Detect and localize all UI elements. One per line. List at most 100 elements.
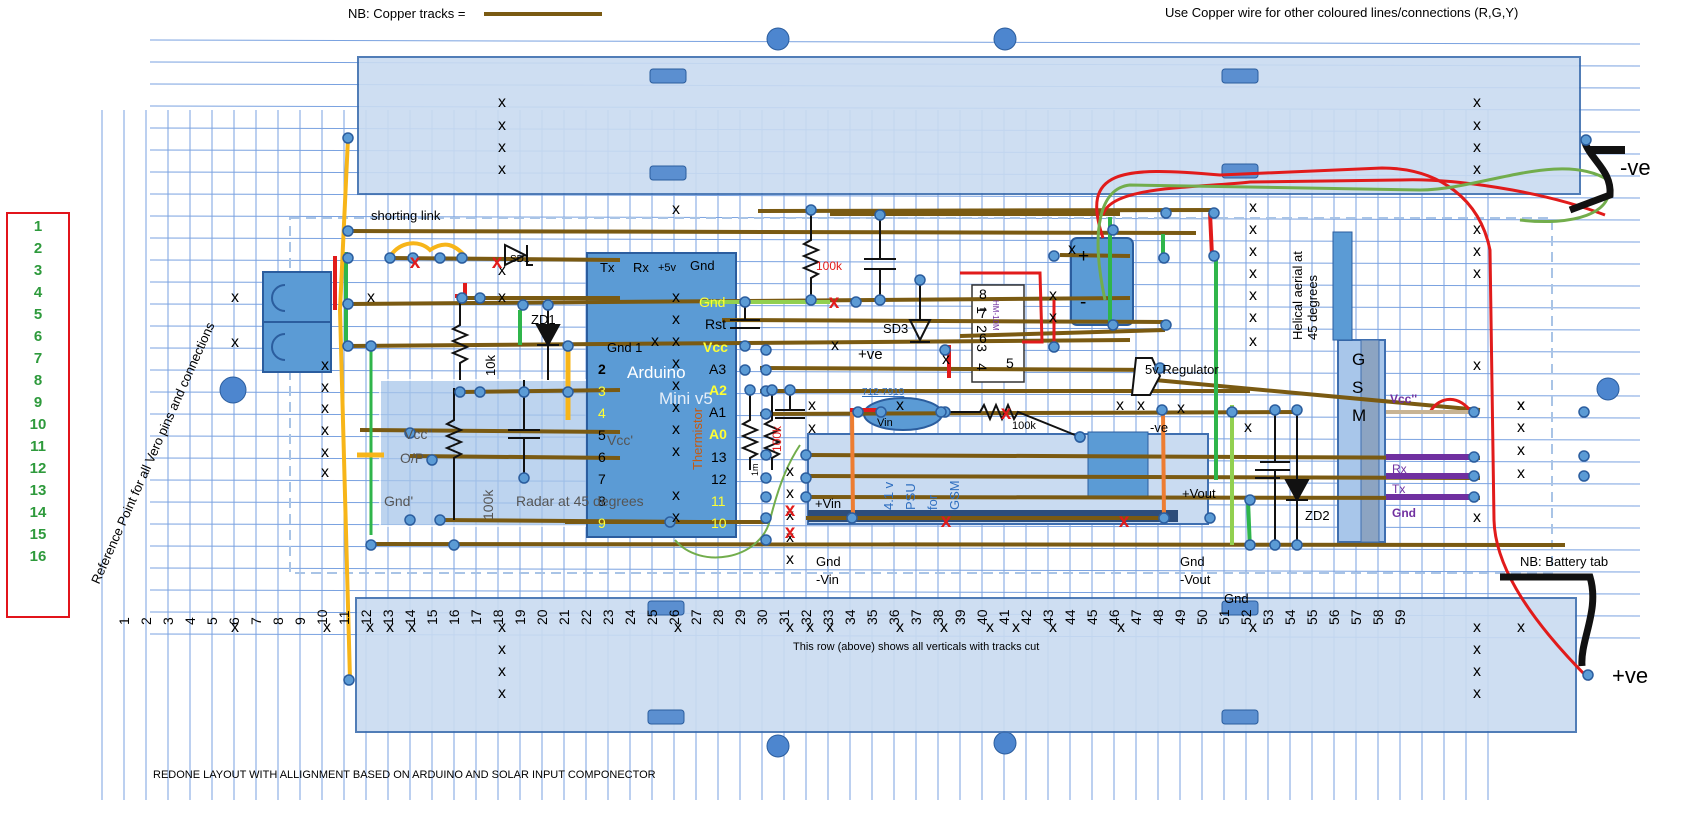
column-number: 18 xyxy=(490,609,506,625)
zd2-label: ZD2 xyxy=(1305,508,1330,523)
yellow-wire xyxy=(337,137,352,681)
cut-marker: x xyxy=(1049,287,1057,304)
column-number: 12 xyxy=(358,609,374,625)
pad xyxy=(404,427,416,439)
sensor-pin-1: 1 xyxy=(973,306,990,314)
cut-marker: x xyxy=(1049,619,1057,636)
column-number: 53 xyxy=(1260,609,1276,625)
cut-marker: x xyxy=(786,485,794,502)
column-number: 4 xyxy=(182,617,198,625)
pad xyxy=(1578,470,1590,482)
capacitor xyxy=(1255,469,1280,479)
cut-marker: x xyxy=(498,262,506,279)
pad xyxy=(914,274,926,286)
redone-layout-note: REDONE LAYOUT WITH ALLIGNMENT BASED ON A… xyxy=(153,769,656,781)
cut-marker: x xyxy=(1068,241,1076,258)
cut-marker: x xyxy=(672,333,680,350)
pad xyxy=(1291,404,1303,416)
plus-ve-label: +ve xyxy=(858,346,883,363)
cut-marker: x xyxy=(896,619,904,636)
arduino-pin-rst: Rst xyxy=(705,316,726,332)
capacitor xyxy=(864,215,896,300)
sensor-pin-7: 7 xyxy=(979,305,987,321)
bottom-board xyxy=(355,597,1577,733)
arduino-pin-10: 10 xyxy=(711,515,727,531)
column-number: 39 xyxy=(952,609,968,625)
cut-marker: x xyxy=(1473,685,1481,702)
column-number: 38 xyxy=(930,609,946,625)
row-number: 13 xyxy=(29,482,47,499)
copper-track xyxy=(1059,253,1131,258)
thermistor-label: Thermistor xyxy=(690,407,705,470)
pad xyxy=(342,252,354,264)
cut-marker: x xyxy=(1517,397,1525,414)
grid-horizontal xyxy=(149,545,1641,551)
column-number: 48 xyxy=(1150,609,1166,625)
row-number: 7 xyxy=(33,350,43,367)
column-number: 28 xyxy=(710,609,726,625)
cut-marker: x xyxy=(321,400,329,417)
column-number: 19 xyxy=(512,609,528,625)
cut-marker: x xyxy=(1012,619,1020,636)
yellow-wire xyxy=(387,241,467,260)
orange-wire xyxy=(850,409,855,521)
pad xyxy=(518,472,530,484)
pad xyxy=(939,344,951,356)
cut-marker-red: x xyxy=(1119,511,1130,532)
pad xyxy=(474,386,486,398)
grid-horizontal xyxy=(149,567,1641,573)
cut-marker: x xyxy=(1517,465,1525,482)
cut-marker: x xyxy=(1249,199,1257,216)
gsm-inner xyxy=(1360,339,1380,543)
pad xyxy=(1048,250,1060,262)
pad xyxy=(846,512,858,524)
pad xyxy=(1160,207,1172,219)
pad xyxy=(343,674,355,686)
cut-marker: x xyxy=(321,357,329,374)
cut-marker: x xyxy=(786,463,794,480)
cut-marker: x xyxy=(672,399,680,416)
cut-marker: x xyxy=(1116,397,1124,414)
pad xyxy=(1578,450,1590,462)
pad xyxy=(760,491,772,503)
column-number: 17 xyxy=(468,609,484,625)
column-number: 27 xyxy=(688,609,704,625)
black-wire xyxy=(1568,138,1614,214)
arduino-name-line-1: Arduino xyxy=(627,363,686,382)
column-number: 5 xyxy=(204,617,220,625)
arduino-pin-a1: A1 xyxy=(709,404,727,420)
cut-marker-red: x xyxy=(829,292,840,313)
pad xyxy=(1160,319,1172,331)
cut-marker: x xyxy=(1249,309,1257,326)
mount-hole xyxy=(766,734,790,758)
cut-marker: x xyxy=(786,619,794,636)
cut-marker: x xyxy=(323,619,331,636)
pad xyxy=(518,386,530,398)
column-number: 1 xyxy=(116,617,132,625)
top-board-tab-2 xyxy=(1221,68,1259,84)
regulator-label: 5v Regulator xyxy=(1145,362,1219,377)
column-number: 56 xyxy=(1326,609,1342,625)
cut-marker: x xyxy=(498,139,506,156)
red-wire xyxy=(1208,212,1214,257)
row-number: 16 xyxy=(29,548,47,565)
pad xyxy=(766,384,778,396)
column-number: 10 xyxy=(314,609,330,625)
pad xyxy=(1468,406,1480,418)
column-number: 46 xyxy=(1106,609,1122,625)
helical-aerial-label: Helical aerial at 45 degrees xyxy=(1290,251,1320,340)
column-number: 15 xyxy=(424,609,440,625)
cut-marker: x xyxy=(672,421,680,438)
column-number: 36 xyxy=(886,609,902,625)
pad xyxy=(800,491,812,503)
pad xyxy=(739,296,751,308)
cut-marker: x xyxy=(672,201,680,218)
terminal-screw xyxy=(271,333,286,361)
resistor-100k-top-label: 100k xyxy=(816,259,843,273)
cut-marker: x xyxy=(498,663,506,680)
copper-track xyxy=(757,208,1217,213)
column-number: 22 xyxy=(578,609,594,625)
column-number: 52 xyxy=(1238,609,1254,625)
column-number: 44 xyxy=(1062,609,1078,625)
